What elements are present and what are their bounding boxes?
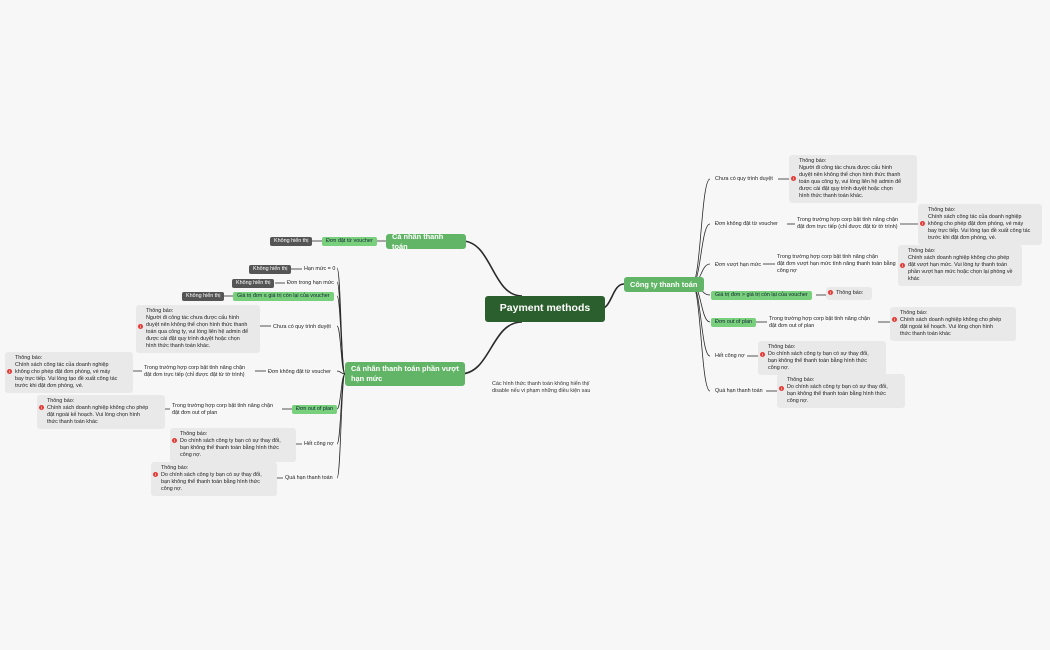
node-out-of-plan-ct[interactable]: Đơn out of plan xyxy=(711,318,757,328)
branch-vuot-han-muc[interactable]: Cá nhân thanh toán phần vượt hạn mức xyxy=(345,362,465,386)
alert-icon: ! xyxy=(892,317,897,322)
node-het-cong-no-ct[interactable]: Hết công nợ xyxy=(713,352,747,362)
node-het-cong-no-vhm[interactable]: Hết công nợ xyxy=(302,440,336,450)
connector xyxy=(691,178,711,285)
node-chua-quy-trinh-ct[interactable]: Chưa có quy trình duyệt xyxy=(713,175,775,185)
floating-note: Các hình thức thanh toán không hiển thị/… xyxy=(492,381,591,395)
branch-ca-nhan[interactable]: Cá nhân thanh toán xyxy=(386,232,466,251)
note-chan-don-ct: Thông báo: Chính sách công tác của doanh… xyxy=(918,204,1042,246)
node-han-muc-0[interactable]: Hạn mức = 0 xyxy=(302,265,338,275)
note-out-of-plan-ct: Thông báo: Chính sách doanh nghiệp không… xyxy=(890,307,1016,342)
note-quy-trinh-ct: Thông báo: Người đi công tác chưa được c… xyxy=(789,155,917,204)
alert-icon: ! xyxy=(920,221,925,226)
alert-icon: ! xyxy=(172,438,177,443)
alert-icon: ! xyxy=(138,324,143,329)
connector xyxy=(336,325,346,375)
connector xyxy=(461,240,523,297)
connector xyxy=(691,283,711,392)
tag-khong-hien-thi[interactable]: Không hiển thị xyxy=(182,292,225,302)
node-gia-tri-don-vhm[interactable]: Giá trị đơn ≤ giá trị còn lại của vouche… xyxy=(233,292,334,302)
note-out-of-plan-vhm: Thông báo: Chính sách doanh nghiệp không… xyxy=(37,395,165,430)
note-quy-trinh-vhm: Thông báo: Người đi công tác chưa được c… xyxy=(136,305,260,354)
node-don-trong-han-muc[interactable]: Đơn trong hạn mức xyxy=(285,279,336,289)
connector xyxy=(336,370,346,375)
node-don-khong-dat-case-vhm[interactable]: Trong trường hợp corp bật tính năng chặn… xyxy=(142,364,247,381)
node-chua-quy-trinh-vhm[interactable]: Chưa có quy trình duyệt xyxy=(271,323,333,333)
alert-icon: ! xyxy=(760,352,765,357)
connector xyxy=(459,321,523,375)
tag-khong-hien-thi[interactable]: Không hiển thị xyxy=(232,279,275,289)
note-chan-don-vhm: Thông báo: Chính sách công tác của doanh… xyxy=(5,352,133,394)
node-qua-han-vhm[interactable]: Quá hạn thanh toán xyxy=(283,474,335,484)
alert-icon: ! xyxy=(153,472,158,477)
node-don-vuot-ct[interactable]: Đơn vượt hạn mức xyxy=(713,261,764,271)
alert-icon: ! xyxy=(779,386,784,391)
alert-icon: ! xyxy=(791,176,796,181)
branch-cong-ty[interactable]: Công ty thanh toán xyxy=(624,277,704,292)
root-node[interactable]: Payment methods xyxy=(485,296,605,322)
connector xyxy=(336,295,346,375)
note-qua-han-ct: Thông báo: Do chính sách công ty bạn có … xyxy=(777,374,905,409)
connector xyxy=(336,373,346,479)
alert-icon: ! xyxy=(828,290,833,295)
tag-khong-hien-thi[interactable]: Không hiển thị xyxy=(249,265,292,275)
node-don-khong-dat-case-ct[interactable]: Trong trường hợp corp bật tính năng chặn… xyxy=(795,216,900,233)
note-qua-han-vhm: Thông báo: Do chính sách công ty bạn có … xyxy=(151,462,277,497)
node-out-of-plan-case-ct[interactable]: Trong trường hợp corp bật tính năng chặn… xyxy=(767,315,872,332)
node-don-khong-dat-ct[interactable]: Đơn không đặt từ voucher xyxy=(713,220,780,230)
note-cong-no-ct: Thông báo: Do chính sách công ty bạn có … xyxy=(758,341,886,376)
alert-icon: ! xyxy=(39,405,44,410)
alert-icon: ! xyxy=(7,369,12,374)
alert-icon: ! xyxy=(900,263,905,268)
node-don-khong-dat-vhm[interactable]: Đơn không đặt từ voucher xyxy=(266,368,333,378)
tag-khong-hien-thi[interactable]: Không hiển thị xyxy=(270,237,313,247)
node-don-dat-tu-voucher[interactable]: Đơn đặt từ voucher xyxy=(322,237,377,247)
note-cong-no-vhm: Thông báo: Do chính sách công ty bạn có … xyxy=(170,428,296,463)
node-qua-han-ct[interactable]: Quá hạn thanh toán xyxy=(713,387,765,397)
node-don-vuot-case-ct[interactable]: Trong trường hợp corp bật tính năng chặn… xyxy=(775,253,898,277)
note-gia-tri-don-ct: Thông báo: xyxy=(826,287,872,301)
node-gia-tri-don-ct[interactable]: Giá trị đơn > giá trị còn lại của vouche… xyxy=(711,291,812,301)
node-out-of-plan-case-vhm[interactable]: Trong trường hợp corp bật tính năng chặn… xyxy=(170,402,275,419)
note-vuot-han-muc-ct: Thông báo: Chính sách doanh nghiệp không… xyxy=(898,245,1022,287)
node-out-of-plan-vhm[interactable]: Đơn out of plan xyxy=(292,405,338,415)
